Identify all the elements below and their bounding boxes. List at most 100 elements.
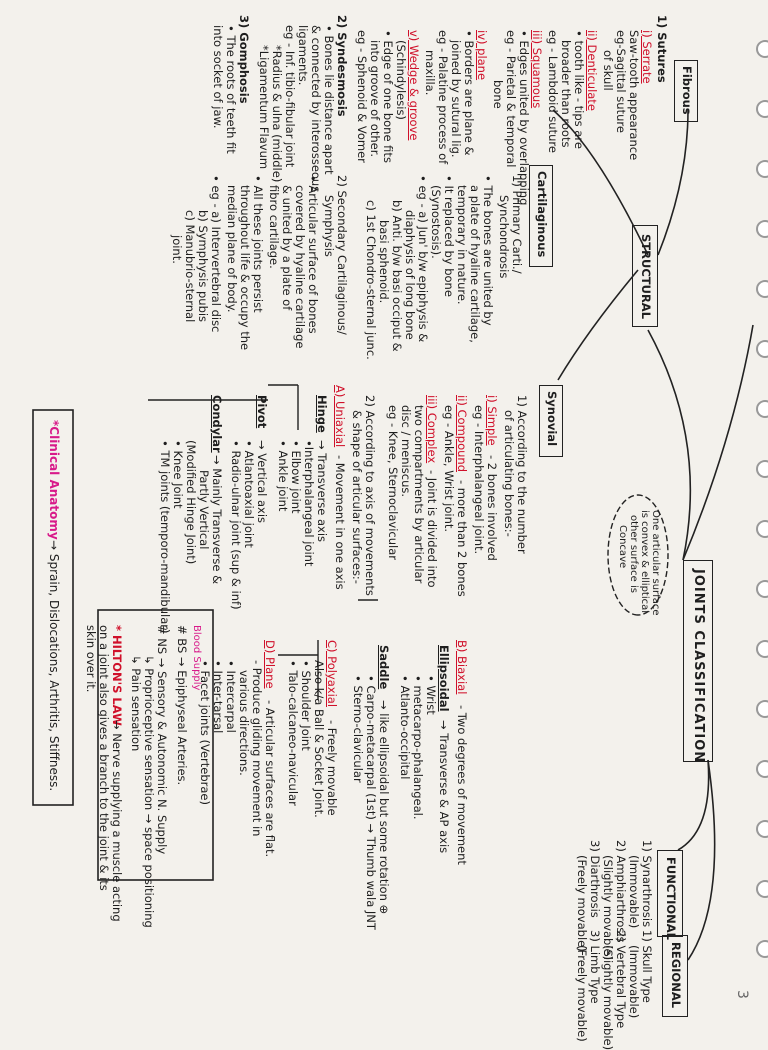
notebook-page: 3 JOINTS CLASSIFICATION STRUCTURAL FUNCT… bbox=[32, 15, 768, 1050]
spiral-ring bbox=[756, 580, 768, 598]
structural-label: STRUCTURAL bbox=[639, 234, 653, 320]
page-number: 3 bbox=[734, 990, 750, 999]
uniaxial-text: - Movement in one axis bbox=[333, 455, 347, 590]
complex-text: disc / meniscus. bbox=[399, 405, 413, 498]
polyaxial-text: - Freely movable bbox=[325, 720, 339, 816]
ellipsoidal-text: → Transverse & AP axis bbox=[437, 720, 451, 854]
polyaxial-heading: C) Polyaxial bbox=[325, 640, 339, 708]
ellipsoidal-item: • metacarpo-phalangeal. bbox=[411, 675, 425, 820]
hilton-law-text: on a joint also gives a branch to the jo… bbox=[97, 625, 111, 891]
ellipsoidal-item: • Atlanto-occipital bbox=[398, 675, 412, 780]
root-box: JOINTS CLASSIFICATION bbox=[683, 560, 713, 763]
regional-item: (Slightly movable) bbox=[601, 945, 615, 1050]
complex-text: - Joint is divided into bbox=[425, 470, 439, 588]
spiral-ring bbox=[756, 280, 768, 298]
gomphosis-text: • The roots of teeth fit bbox=[224, 25, 238, 154]
primary-text: • It replaced by bone bbox=[442, 175, 456, 297]
rotated-notes: 3 JOINTS CLASSIFICATION STRUCTURAL FUNCT… bbox=[32, 15, 754, 1050]
cloud-note-text: One articular surface bbox=[650, 510, 661, 616]
pivot-heading: Pivot bbox=[255, 395, 269, 429]
secondary-text: • All these joints persist bbox=[251, 175, 265, 313]
gomphosis-heading: 3) Gomphosis bbox=[237, 15, 251, 104]
pivot-text: → Vertical axis bbox=[255, 440, 269, 524]
primary-text: a plate of hyaline cartilage, bbox=[468, 185, 482, 343]
plane-suture-text: maxilla. bbox=[423, 50, 437, 96]
fibrous-box: Fibrous bbox=[674, 60, 698, 122]
blood-supply-text: # BS → Epiphyseal Arteries. bbox=[175, 625, 189, 786]
cartilaginous-box: Cartilaginous bbox=[529, 165, 553, 267]
functional-item: 1) Synarthrosis bbox=[640, 840, 654, 928]
syndesmosis-text: & connected by interosseous bbox=[309, 25, 323, 193]
regional-label: REGIONAL bbox=[669, 942, 683, 1009]
condylar-text: (Modified Hinge Joint) bbox=[184, 440, 198, 565]
primary-text: c) 1st Chondro-sternal junc. bbox=[364, 200, 378, 360]
pivot-item: • Radio-ulnar joint (sup & inf) bbox=[229, 440, 243, 610]
primary-text: temporary in nature. bbox=[455, 185, 469, 305]
secondary-text: throughout life & occupy the bbox=[238, 185, 252, 351]
spiral-ring bbox=[756, 760, 768, 778]
spiral-ring bbox=[756, 100, 768, 118]
plane-item: • Intercarpal bbox=[224, 660, 238, 733]
pivot-item: • Atlantoaxial joint bbox=[242, 440, 256, 548]
denticulate-text: eg - Lambdoid suture bbox=[546, 30, 560, 153]
regional-item: (Freely movable) bbox=[575, 945, 589, 1042]
secondary-subtitle: Symphysis bbox=[322, 195, 336, 257]
primary-text: • eg - a) Jun' b/w epiphysis & bbox=[416, 175, 430, 343]
complex-heading: iii) Complex bbox=[425, 395, 439, 464]
compound-example: eg - Ankle, Wrist joint. bbox=[442, 405, 456, 533]
hinge-item: •Interphalangeal joint bbox=[302, 440, 316, 567]
compound-heading: ii) Compound bbox=[455, 395, 469, 473]
secondary-text: joint. bbox=[170, 235, 184, 264]
synovial-box: Synovial bbox=[539, 385, 563, 457]
plane-text: - Articular surfaces are flat. bbox=[263, 700, 277, 858]
polyaxial-item: Also k/a Ball & Socket Joint. bbox=[312, 660, 326, 818]
condylar-item: • Knee Joint bbox=[171, 440, 185, 509]
cloud-note-text: other surface is bbox=[628, 515, 639, 593]
connector-lines bbox=[32, 109, 754, 961]
saddle-item: • Sterno-clavicular bbox=[351, 675, 365, 783]
clinical-anatomy-label: *Clinical Anatomy bbox=[47, 420, 61, 540]
plane-item: • Inter-tarsal bbox=[211, 660, 225, 734]
regional-item: (Immovable) bbox=[627, 945, 641, 1019]
spiral-ring bbox=[756, 400, 768, 418]
squamous-text: bone bbox=[491, 80, 505, 109]
spiral-ring bbox=[756, 940, 768, 958]
polyaxial-item: • Shoulder Joint bbox=[299, 660, 313, 751]
plane-text: - Produce gliding movement in bbox=[250, 660, 264, 837]
saddle-heading: Saddle bbox=[377, 645, 391, 690]
primary-text: diaphysis of long bone bbox=[403, 210, 417, 340]
functional-item: (Freely movable) bbox=[575, 855, 589, 952]
nerve-supply-item: ↳ Pain sensation bbox=[129, 655, 143, 752]
spiral-ring bbox=[756, 700, 768, 718]
syndesmosis-example: *Ligamentum Flavum bbox=[257, 45, 271, 170]
simple-heading: i) Simple bbox=[485, 395, 499, 446]
serrate-heading: i) Serrate bbox=[640, 30, 654, 84]
plane-text: various directions. bbox=[237, 670, 251, 776]
denticulate-text: • tooth like - tips are bbox=[572, 30, 586, 149]
spiral-ring bbox=[756, 40, 768, 58]
complex-example: eg - Knee, Sternoclavicular bbox=[386, 405, 400, 561]
biaxial-text: - Two degrees of movement bbox=[455, 705, 469, 865]
spiral-ring bbox=[756, 220, 768, 238]
wedge-text: • Edge of one bone fits bbox=[381, 30, 395, 163]
primary-subtitle: Synchondrosis bbox=[497, 195, 511, 279]
secondary-text: • eg - a) Intervertebral disc bbox=[209, 175, 223, 333]
syndesmosis-example: eg - Inf. tibio-fibular joint bbox=[283, 25, 297, 168]
functional-item: (Immovable) bbox=[627, 855, 641, 929]
hilton-law-text: skin over it. bbox=[84, 625, 98, 693]
polyaxial-item: • Talo-calcaneo-navicular bbox=[286, 660, 300, 806]
denticulate-heading: ii) Denticulate bbox=[585, 30, 599, 111]
primary-cartilaginous-heading: 1) Primary Carti./ bbox=[510, 175, 524, 274]
gomphosis-text: into socket of jaw. bbox=[211, 25, 225, 129]
secondary-text: covered by hyaline cartilage bbox=[293, 185, 307, 349]
syndesmosis-heading: 2) Syndesmosis bbox=[335, 15, 349, 117]
spiral-ring bbox=[756, 340, 768, 358]
compound-text: - more than 2 bones bbox=[455, 480, 469, 597]
spiral-ring bbox=[756, 520, 768, 538]
spiral-ring bbox=[756, 160, 768, 178]
spiral-ring bbox=[756, 820, 768, 838]
saddle-item: • Carpo-metacarpal (1st) → Thumb wala JN… bbox=[364, 675, 378, 930]
wedge-text: into groove of other. bbox=[368, 40, 382, 158]
functional-box: FUNCTIONAL bbox=[657, 850, 683, 940]
regional-box: REGIONAL bbox=[662, 935, 688, 1017]
